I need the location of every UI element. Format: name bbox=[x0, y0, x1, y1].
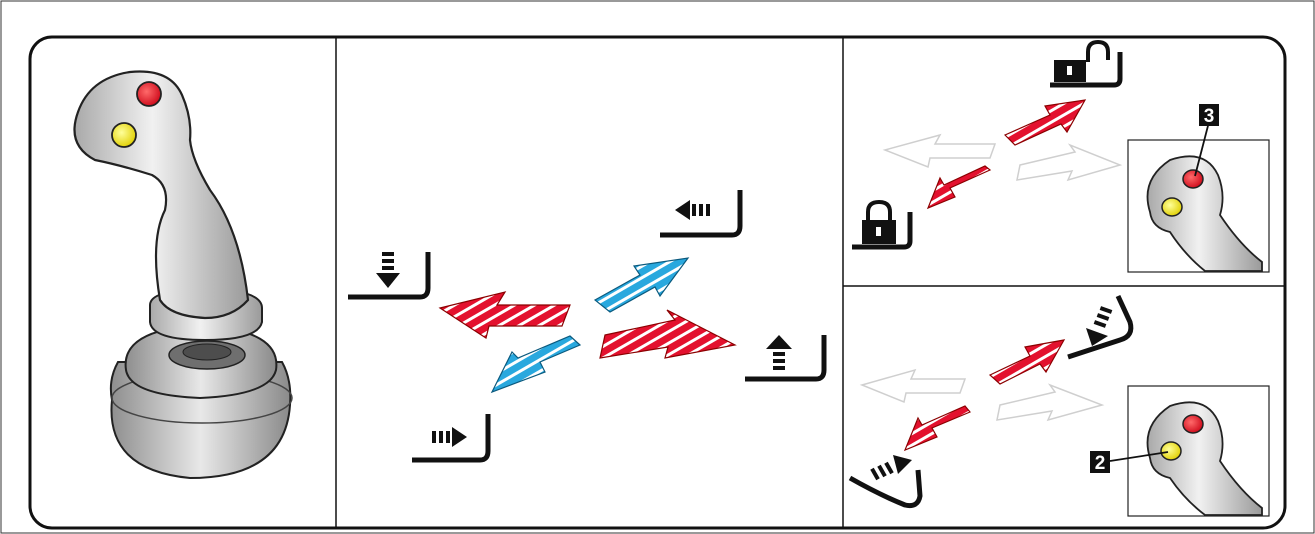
bar bbox=[877, 464, 887, 478]
faint-left-arrow bbox=[882, 133, 997, 169]
unlock-icon bbox=[1050, 39, 1123, 88]
inset-grip bbox=[1146, 155, 1263, 272]
unlock-arrow bbox=[1003, 99, 1087, 146]
bracket bbox=[412, 414, 491, 463]
telescope-extend-icon bbox=[412, 414, 491, 463]
bar bbox=[1099, 306, 1113, 314]
bracket bbox=[745, 335, 827, 382]
bracket bbox=[852, 212, 913, 250]
bar bbox=[382, 252, 394, 256]
bar bbox=[432, 431, 436, 443]
tilt-up-arrow bbox=[988, 339, 1066, 385]
boom-lower-icon bbox=[348, 252, 431, 300]
lock-controls-panel: 3 bbox=[852, 39, 1270, 273]
joystick-icon bbox=[73, 70, 293, 480]
callout-line bbox=[1194, 117, 1211, 177]
joystick-boot-inner bbox=[182, 343, 232, 361]
arrowhead bbox=[675, 200, 690, 220]
bar bbox=[1096, 313, 1110, 321]
bar bbox=[1093, 320, 1107, 328]
bracket bbox=[660, 190, 743, 238]
bracket bbox=[1050, 52, 1123, 88]
faint-right-arrow bbox=[1016, 143, 1123, 182]
callout-label-2: 2 bbox=[1095, 453, 1106, 474]
inset-button-red bbox=[1182, 414, 1204, 434]
padlock-shackle bbox=[866, 199, 892, 222]
arrowhead bbox=[1086, 328, 1108, 346]
tilt-down-arrow bbox=[903, 405, 971, 452]
keyhole bbox=[1067, 66, 1072, 75]
bracket bbox=[348, 252, 431, 300]
bar bbox=[884, 461, 894, 475]
tilt-down-icon bbox=[1067, 294, 1134, 360]
faint-right-arrow bbox=[996, 383, 1105, 422]
inset-button-yellow bbox=[1161, 197, 1183, 217]
arrowhead bbox=[376, 273, 400, 288]
tilt-controls-panel: 2 bbox=[848, 294, 1270, 517]
lock-arrow bbox=[926, 165, 992, 210]
tilt-inset: 2 bbox=[1090, 385, 1270, 517]
bar bbox=[870, 467, 880, 481]
bar bbox=[439, 431, 443, 443]
keyhole bbox=[876, 227, 881, 236]
bar bbox=[446, 431, 450, 443]
arrowhead bbox=[452, 427, 467, 447]
bar bbox=[692, 204, 696, 216]
padlock-shackle bbox=[1086, 39, 1110, 62]
callout-box bbox=[1199, 104, 1219, 126]
inset-button-red bbox=[1182, 169, 1204, 189]
bar bbox=[706, 204, 710, 216]
arrowhead bbox=[766, 335, 792, 349]
up-right-arrow bbox=[593, 257, 690, 313]
lock-icon bbox=[852, 199, 913, 250]
left-arrow bbox=[438, 291, 571, 339]
inset-button-yellow bbox=[1160, 441, 1182, 461]
callout-label-3: 3 bbox=[1204, 106, 1215, 127]
bar bbox=[773, 352, 785, 356]
boom-raise-icon bbox=[745, 335, 827, 382]
down-left-arrow bbox=[490, 335, 582, 394]
right-arrow bbox=[599, 309, 737, 359]
joystick-button-yellow bbox=[111, 122, 137, 148]
faint-left-arrow bbox=[859, 368, 967, 404]
callout-line bbox=[1109, 451, 1169, 462]
bar bbox=[382, 266, 394, 270]
bar bbox=[382, 259, 394, 263]
lock-inset: 3 bbox=[1127, 104, 1270, 273]
bar bbox=[773, 366, 785, 370]
telescope-retract-icon bbox=[660, 190, 743, 238]
callout-box bbox=[1090, 451, 1110, 473]
arrowhead bbox=[893, 455, 912, 474]
bracket bbox=[1067, 294, 1134, 360]
bracket bbox=[848, 469, 923, 509]
boom-controls-panel bbox=[348, 190, 827, 463]
bar bbox=[699, 204, 703, 216]
joystick-button-red bbox=[136, 81, 162, 107]
bar bbox=[773, 359, 785, 363]
tilt-up-icon bbox=[848, 455, 923, 509]
inset-grip bbox=[1146, 401, 1263, 516]
